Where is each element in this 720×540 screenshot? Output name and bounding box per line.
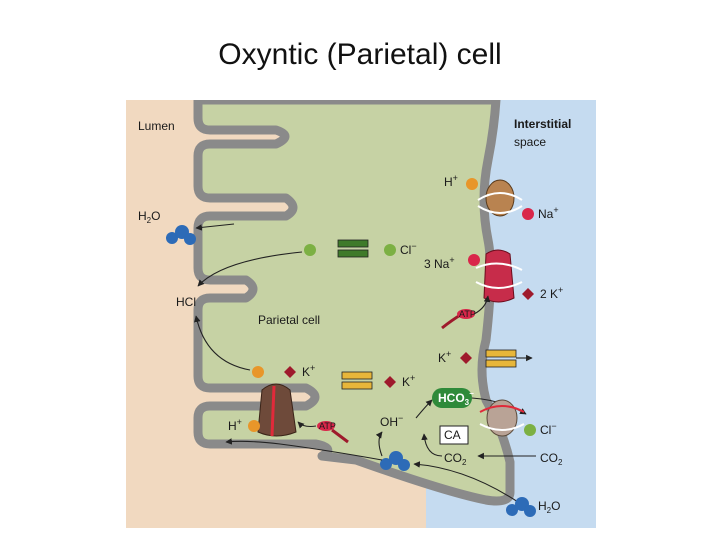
parietal-cell-label: Parietal cell — [258, 313, 320, 327]
svg-text:ATP: ATP — [319, 421, 336, 431]
h-to-hcl-arrow — [194, 315, 251, 371]
hcl-label: HCl — [176, 295, 196, 309]
na-ion-pump — [468, 254, 480, 266]
h-top-label: H+ — [444, 173, 458, 189]
k-right-label: K+ — [438, 349, 451, 365]
k2-diamond — [522, 288, 534, 300]
cl-right-label: Cl− — [540, 421, 557, 437]
k2-label: 2 K+ — [540, 285, 563, 301]
atp-molecule-1: ATP — [441, 309, 476, 330]
k-right-diamond — [460, 352, 472, 364]
cell-water-molecule — [380, 451, 410, 471]
h-na-exchanger — [477, 179, 523, 217]
water-entry-arrow — [413, 461, 519, 503]
h-ion-pump-lower — [248, 420, 260, 432]
interstitial-label-line2: space — [514, 135, 546, 149]
hco3-box — [432, 388, 472, 408]
lumen-water-molecule — [166, 225, 196, 245]
ca-box — [439, 425, 469, 445]
cl-ion-right — [524, 424, 536, 436]
k-channel-lumen — [341, 371, 373, 390]
na-ion-top — [522, 208, 534, 220]
cl-channel — [337, 239, 369, 258]
oh-label: OH− — [380, 413, 403, 429]
proton-pump — [257, 383, 297, 437]
k-channel-diamond — [384, 376, 396, 388]
cl-to-hcl-arrow — [197, 251, 303, 287]
atp-molecule-2: ATP — [317, 421, 349, 444]
k-pump-label: K+ — [302, 363, 315, 379]
k-pump-diamond — [284, 366, 296, 378]
svg-text:ATP: ATP — [459, 309, 476, 319]
oh-to-hco3-arrow — [415, 399, 433, 419]
hco3-label: HCO3− — [438, 389, 474, 407]
lumen-label: Lumen — [138, 119, 175, 133]
interstitial-h2o-label: H2O — [538, 499, 560, 515]
atp1-arrow — [473, 295, 491, 315]
interstitial-label-line1: Interstitial — [514, 117, 571, 131]
water-to-oh-arrow — [375, 431, 383, 457]
parietal-cell-diagram: Lumen Interstitial space Parietal cell H… — [126, 100, 596, 528]
k-channel-label: K+ — [402, 373, 415, 389]
cl-hco3-exchanger — [479, 399, 525, 437]
h-pump-label: H+ — [228, 417, 242, 433]
k-channel-right — [485, 349, 517, 368]
atp2-arrow — [297, 421, 317, 429]
h-ion-pump — [252, 366, 264, 378]
water-to-lumen-arrow — [195, 223, 235, 231]
co2-inner-label: CO2 — [444, 451, 467, 467]
h-ion-top — [466, 178, 478, 190]
co2-outer-label: CO2 — [540, 451, 563, 467]
na-top-label: Na+ — [538, 205, 559, 221]
co2-to-ca-arrow — [421, 433, 443, 457]
cl-ion-lumen — [304, 244, 316, 256]
na3-label: 3 Na+ — [424, 255, 455, 271]
ca-label: CA — [444, 428, 461, 442]
water-split-arrow — [225, 438, 383, 461]
cl-lumen-label: Cl− — [400, 241, 417, 257]
cl-ion-cell — [384, 244, 396, 256]
interstitial-water-molecule — [506, 497, 536, 517]
lumen-h2o-label: H2O — [138, 209, 160, 225]
slide-title: Oxyntic (Parietal) cell — [218, 38, 502, 71]
